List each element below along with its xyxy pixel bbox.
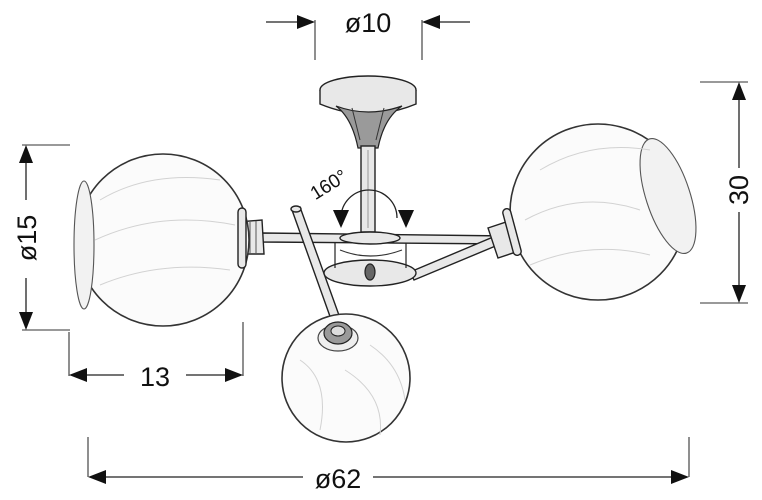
glass-shade-bottom — [281, 313, 411, 443]
dimension-label-canopy: ø10 — [345, 8, 392, 38]
arrow-up-icon — [732, 82, 746, 100]
dimension-shade-depth: 13 — [68, 322, 244, 392]
lamp-arms — [261, 205, 512, 323]
arrow-down-icon — [333, 210, 349, 228]
glass-shade-right — [487, 123, 697, 301]
dimension-shade-diameter: ø15 — [12, 144, 70, 331]
arrow-right-icon — [225, 368, 243, 382]
arrow-left-icon — [88, 470, 106, 484]
dimension-canopy-diameter: ø10 — [266, 8, 470, 60]
dimension-label-shade-depth: 13 — [140, 362, 170, 392]
lamp-stem — [360, 145, 376, 233]
dimension-label-total-diameter: ø62 — [315, 464, 362, 494]
arrow-down-icon — [398, 210, 414, 228]
arrow-left-icon — [422, 15, 440, 29]
arrow-left-icon — [69, 368, 87, 382]
dimension-total-diameter: ø62 — [87, 437, 690, 494]
rotation-angle-label: 160° — [307, 166, 351, 205]
arrow-right-icon — [297, 15, 315, 29]
glass-shade-left — [73, 153, 265, 327]
dimension-label-height: 30 — [724, 175, 754, 205]
ceiling-canopy — [319, 75, 417, 149]
dimension-label-shade-diameter: ø15 — [12, 215, 42, 262]
arrow-down-icon — [19, 312, 33, 330]
arrow-down-icon — [732, 285, 746, 303]
arrow-up-icon — [19, 145, 33, 163]
arrow-right-icon — [671, 470, 689, 484]
dimension-total-height: 30 — [700, 81, 754, 304]
